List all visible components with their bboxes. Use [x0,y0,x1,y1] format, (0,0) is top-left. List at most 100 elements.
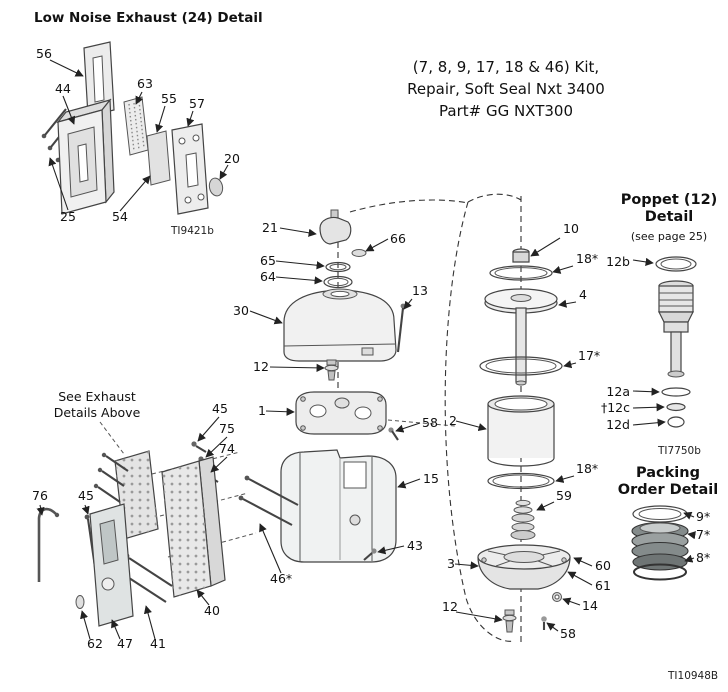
callout-59: 59 [556,488,572,503]
callout-17: 17* [578,348,600,363]
callout-15: 15 [423,471,439,486]
poppet-detail-title-2: Detail [645,209,694,225]
callout-61: 61 [595,578,611,593]
packing-title-1: Packing [636,465,700,481]
callout-13: 13 [412,283,428,298]
callout-12-top: 12 [253,359,269,374]
callout-54: 54 [112,209,128,224]
callout-30: 30 [233,303,249,318]
exhaust-oval-20 [208,177,224,197]
cover-47 [89,503,134,627]
callout-12-bottom: 12 [442,599,458,614]
callout-40: 40 [204,603,220,618]
exhaust-housing [56,98,115,215]
valve-12-top [324,359,339,381]
screw-58-top [388,427,399,441]
callout-74: 74 [219,441,235,456]
exhaust-gasket-57 [171,123,209,215]
callout-7: 7* [696,527,710,542]
callout-12c: †12c [601,400,630,415]
oring-18-lower [487,472,555,490]
oval-62 [75,595,85,609]
callout-8: 8* [696,550,710,565]
bearing-plate-1 [295,391,387,435]
poppet-ring-12c [666,402,686,412]
shield-15 [280,449,397,563]
valve-12-bottom [502,609,517,633]
callout-25: 25 [60,209,76,224]
callout-58-top: 58 [422,415,438,430]
oring-17 [479,356,563,376]
exhaust-plate-55 [146,130,171,186]
callout-64: 64 [260,269,276,284]
callout-41: 41 [150,636,166,651]
callout-56: 56 [36,46,52,61]
callout-10: 10 [563,221,579,236]
air-motor-cover-30 [283,288,397,362]
callout-2: 2 [449,413,457,428]
poppet-oring-12b [655,256,697,272]
screw-58-bottom [541,616,547,630]
callout-20: 20 [224,151,240,166]
kit-note-line3: Part# GG NXT300 [439,102,573,120]
see-exhaust-note-2: Details Above [54,405,141,420]
exhaust-mesh-63 [123,96,149,156]
callout-18-upper: 18* [576,251,598,266]
oring-64 [323,275,353,289]
see-exhaust-note-1: See Exhaust [58,389,136,404]
callout-9: 9* [696,509,710,524]
callout-1: 1 [258,403,266,418]
exhaust-slot-plate [83,41,115,117]
callout-55: 55 [161,91,177,106]
callout-65: 65 [260,253,276,268]
base-housing-3 [477,544,571,590]
cylinder-2 [487,395,555,467]
callout-4: 4 [579,287,587,302]
packing-title-2: Order Detail [618,482,718,498]
nut-10 [512,248,530,263]
callout-44: 44 [55,81,71,96]
callout-12a: 12a [606,384,630,399]
callout-12b: 12b [606,254,630,269]
callout-66: 66 [390,231,406,246]
callout-60: 60 [595,558,611,573]
ring-65 [325,261,351,273]
seal-66 [351,249,367,257]
poppet-detail-title-1: Poppet (12) [621,192,718,208]
figure-ref-poppet: TI7750b [657,445,701,457]
callout-12d: 12d [606,417,630,432]
callout-43: 43 [407,538,423,553]
poppet-body [658,280,694,378]
poppet-detail-note: (see page 25) [631,230,707,243]
figure-ref-exhaust: TI9421b [170,225,214,237]
piston-4 [484,288,558,386]
screw-43 [363,548,377,561]
poppet-ring-12d [667,416,685,428]
screws-left-of-plate [93,452,129,503]
screws-46 [238,475,299,526]
callout-76: 76 [32,488,48,503]
poppet-ring-12a [661,387,691,397]
air-valve-cap-21 [319,209,352,245]
callout-75: 75 [219,421,235,436]
muffler-plates-40 [161,456,226,598]
callout-labels: 56 44 63 55 57 20 25 54 21 66 65 64 30 1… [32,46,710,651]
kit-note-line1: (7, 8, 9, 17, 18 & 46) Kit, [413,58,599,76]
kit-note-line2: Repair, Soft Seal Nxt 3400 [407,80,605,98]
seal-stack-59 [510,499,536,540]
callout-14: 14 [582,598,598,613]
callout-62: 62 [87,636,103,651]
callout-45-b: 45 [78,488,94,503]
callout-63: 63 [137,76,153,91]
callout-21: 21 [262,220,278,235]
callout-18-lower: 18* [576,461,598,476]
oring-18-upper [489,265,553,281]
callout-47: 47 [117,636,133,651]
figure-ref-sheet: TI10948B [667,670,718,682]
plug-14 [552,592,562,602]
pin-13 [396,303,406,353]
leader-lines [36,59,697,640]
packing-stack [631,505,689,581]
